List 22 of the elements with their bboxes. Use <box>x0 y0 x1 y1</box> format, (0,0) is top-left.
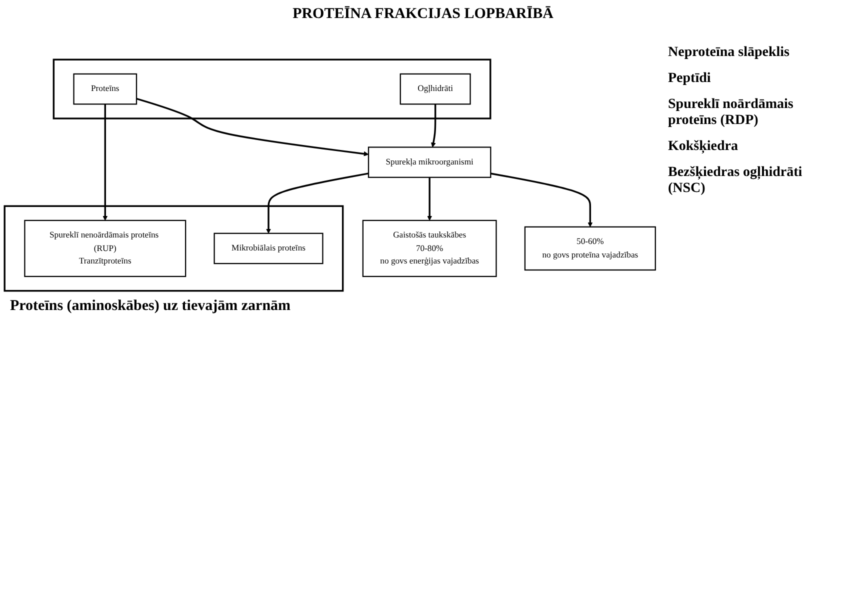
node-box: Proteīns <box>73 73 138 105</box>
note-text: Spureklī noārdāmais proteīns (RDP) <box>668 97 794 129</box>
node-box: Spureklī nenoārdāmais proteīns (RUP) Tranzītproteīns <box>24 220 186 278</box>
node-box: Mikrobiālais proteīns <box>214 232 324 264</box>
diagram-title: PROTEĪNA FRAKCIJAS LOPBARĪBĀ <box>292 6 554 23</box>
arrow <box>102 104 108 221</box>
note-text: Neproteīna slāpeklis <box>668 45 790 61</box>
note-text: Peptīdi <box>668 71 712 87</box>
note-text: Kokšķiedra <box>668 139 740 155</box>
node-box: Ogļhidrāti <box>400 73 471 105</box>
cluster <box>4 205 344 292</box>
node-box: 50-60% no govs proteīna vajadzības <box>524 226 656 271</box>
node-box: Spurekļa mikroorganismi <box>368 146 492 178</box>
arrow <box>490 172 593 228</box>
arrow <box>430 104 436 148</box>
arrow <box>266 172 369 234</box>
note-text: Bezšķiedras ogļhidrāti (NSC) <box>668 165 804 197</box>
node-box: Gaistošās taukskābes 70-80% no govs enerģijas vajadzības <box>362 220 497 278</box>
arrow <box>427 177 432 221</box>
caption-text: Proteīns (aminoskābes) uz tievajām zarnām <box>10 298 291 316</box>
cluster <box>52 58 492 120</box>
arrow <box>136 98 369 156</box>
